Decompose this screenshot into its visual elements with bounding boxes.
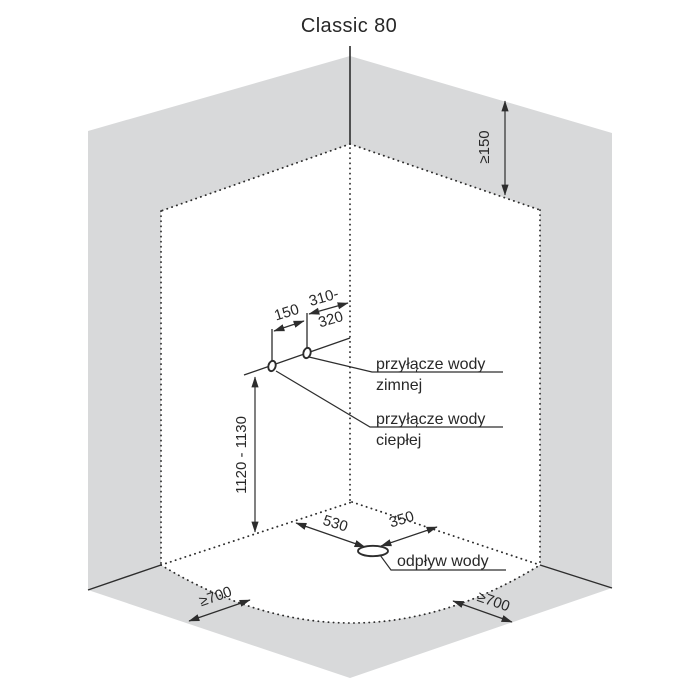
cabin-outline (160, 143, 541, 624)
label-cold-water-line2: zimnej (376, 377, 422, 394)
right-wall-surface (350, 56, 612, 588)
dim-corner-offset-line (308, 302, 349, 315)
label-hot-water-line2: ciepłej (376, 432, 421, 449)
dim-drain-right-label: 350 (387, 508, 416, 532)
cold-water-connection-point (302, 346, 312, 360)
leader-cold-water (308, 356, 503, 373)
dim-connection-spacing-label: 150 (272, 301, 301, 325)
floor-surface (88, 565, 612, 678)
leader-drain (379, 554, 506, 571)
dim-wall-clearance-label: ≥150 (476, 130, 493, 163)
hot-water-connection-point (267, 359, 277, 373)
wall-floor-edge-right (539, 564, 613, 589)
connection-reference-line (243, 337, 351, 376)
label-cold-water-line1: przyłącze wody (376, 356, 485, 373)
cabin-floor-edge-left (160, 501, 353, 566)
dim-drain-left-label: 530 (321, 512, 350, 536)
dim-drain-right-line (380, 526, 438, 547)
dim-drain-left-line (295, 522, 366, 548)
dim-connection-height-label: 1120 - 1130 (233, 416, 250, 494)
label-drain: odpływ wody (397, 553, 489, 570)
dim-floor-clearance-right-line (452, 600, 513, 623)
drain-outlet-ellipse (357, 544, 389, 558)
label-hot-water-line1: przyłącze wody (376, 411, 485, 428)
leader-hot-water (275, 370, 503, 428)
dim-corner-offset-label-line2: 320 (316, 308, 345, 331)
wall-floor-edge-left (87, 564, 162, 591)
dim-floor-clearance-left-line (188, 599, 251, 622)
diagram-title: Classic 80 (301, 15, 397, 37)
left-wall-surface (88, 56, 350, 590)
cabin-top-edge-right (349, 143, 541, 211)
dim-connection-spacing-line (273, 320, 305, 332)
